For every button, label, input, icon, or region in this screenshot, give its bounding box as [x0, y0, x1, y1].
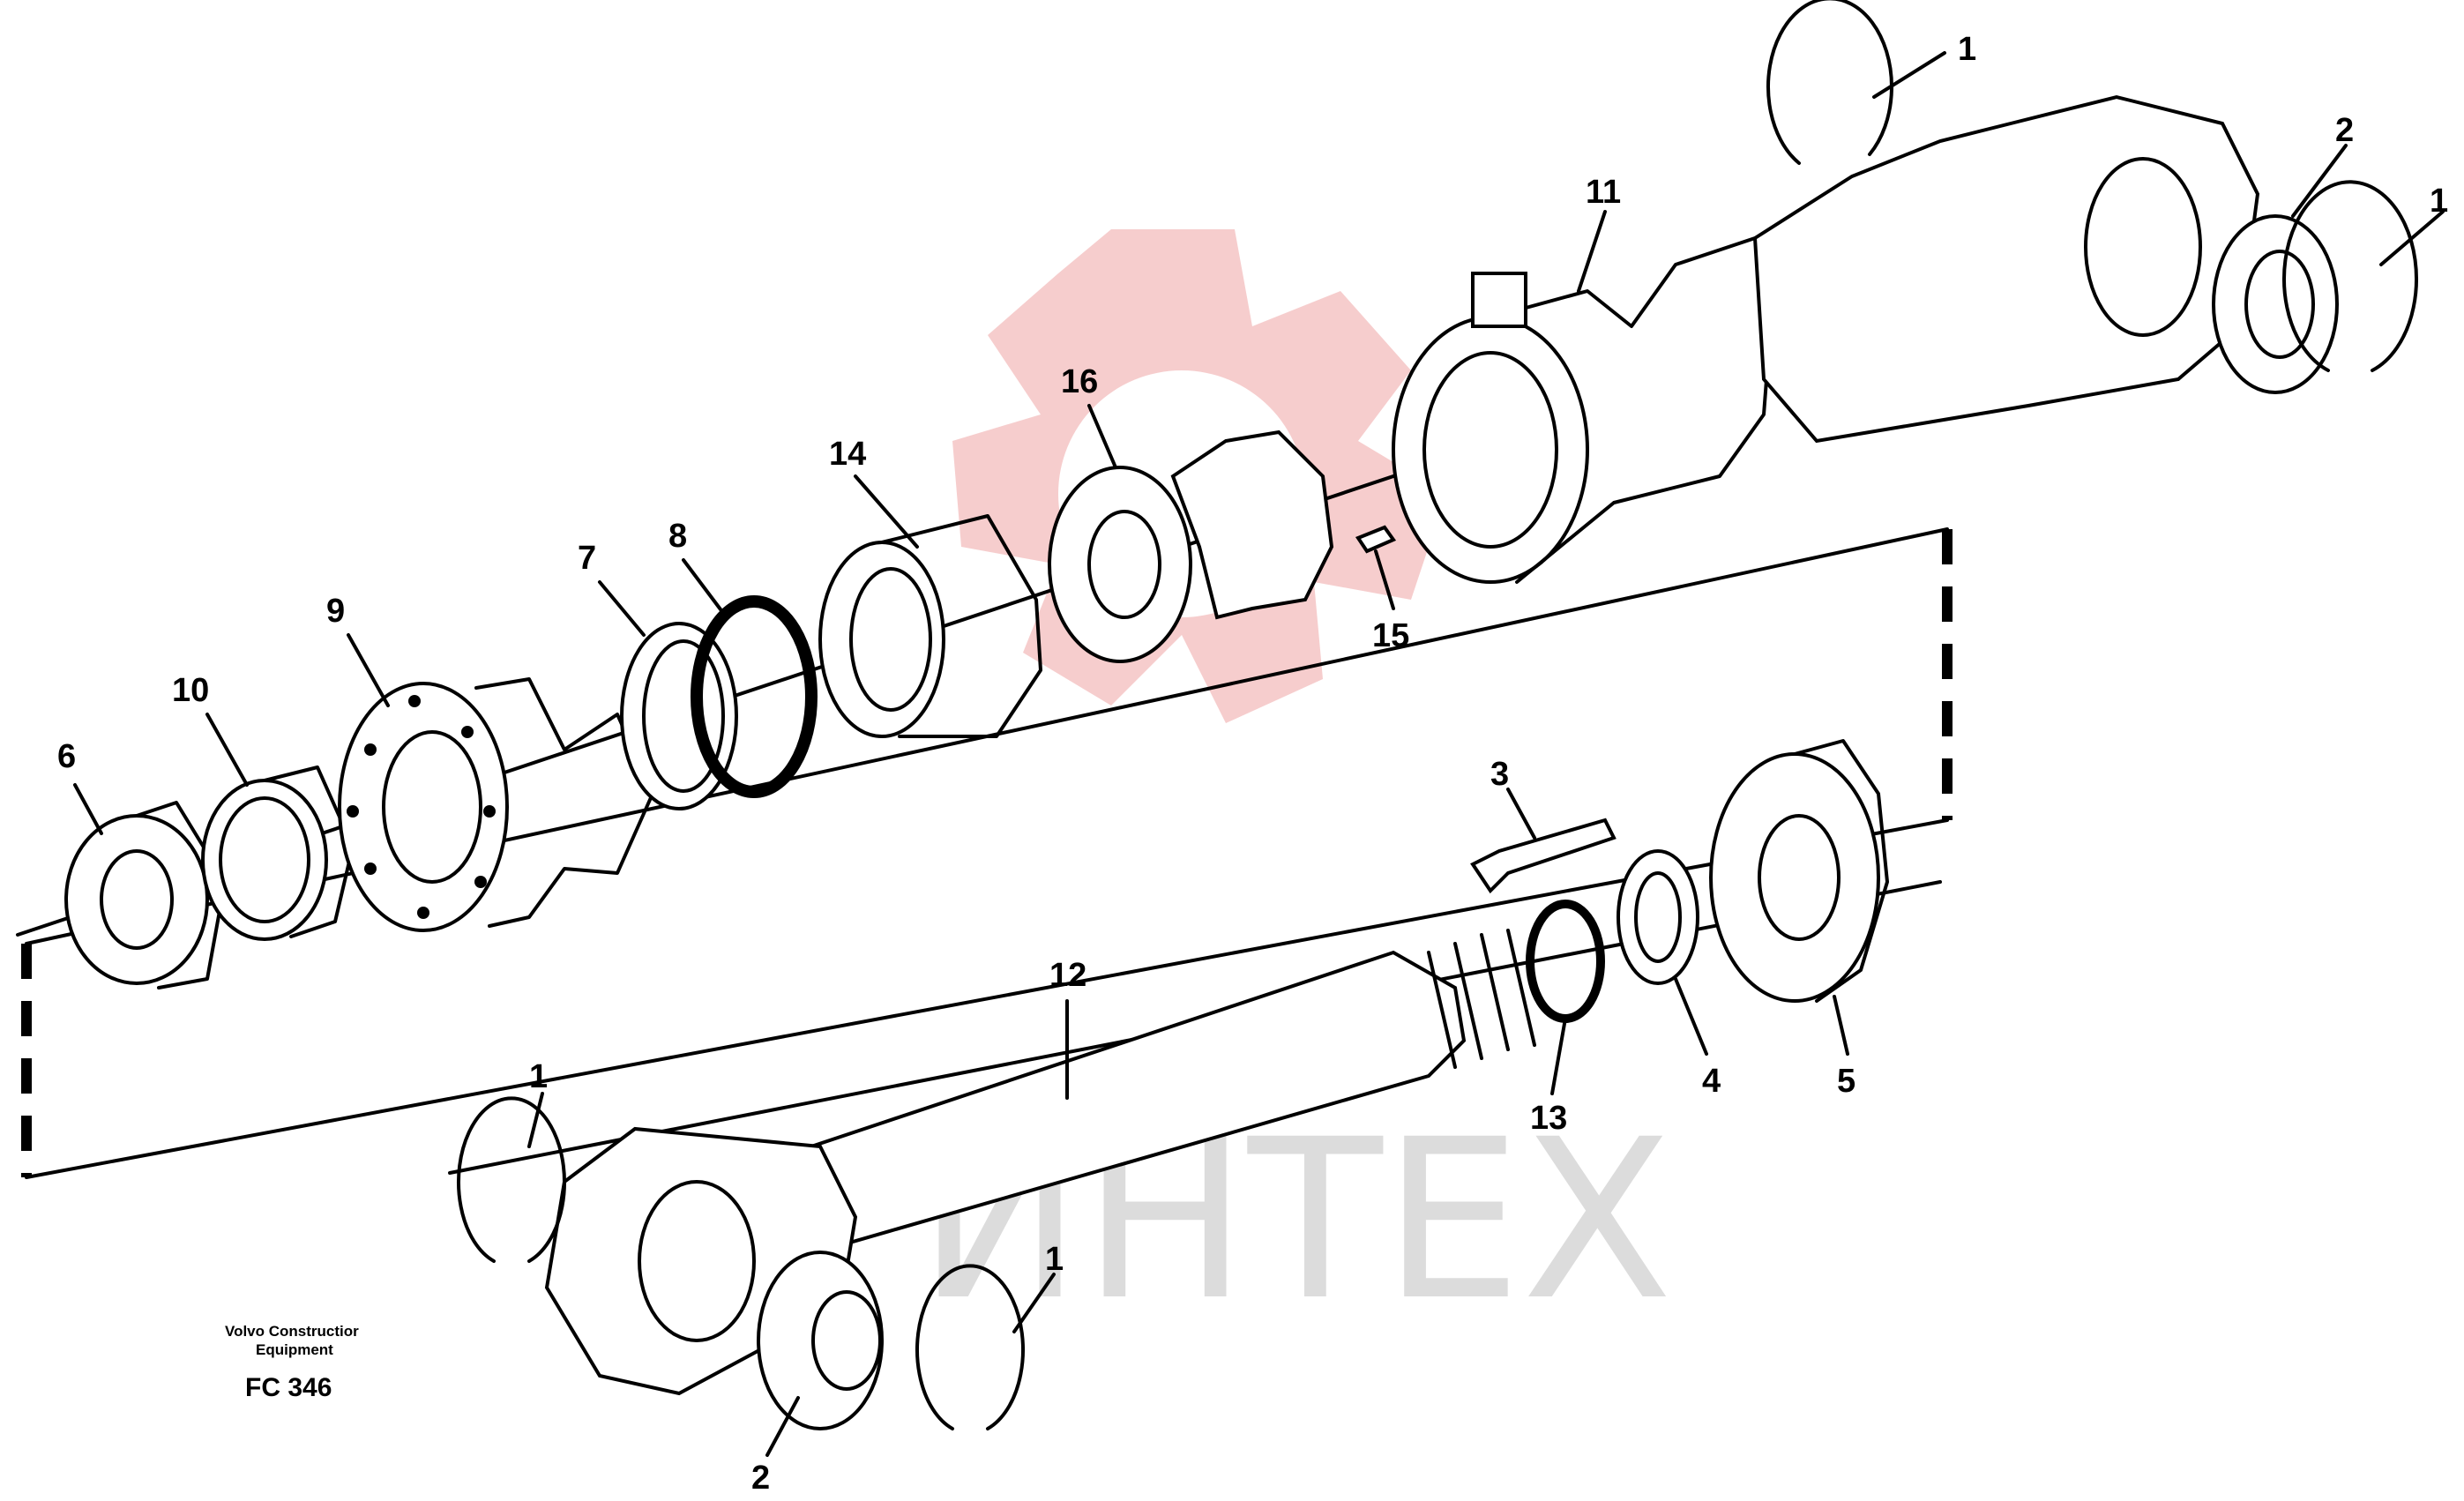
callout-8: 8: [668, 518, 687, 555]
circlip-1-lower-right: [915, 1264, 1025, 1430]
part-5-body: [1793, 739, 1889, 1003]
part-9-hole: [364, 863, 377, 875]
part-9-hole: [461, 726, 474, 738]
callout-2: 2: [751, 1460, 770, 1497]
circlip-1-lower-left: [457, 1096, 566, 1263]
lower-bushing-2: [757, 1251, 884, 1430]
part-6-inner: [100, 849, 174, 950]
caption-company-line2: Equipment: [256, 1341, 333, 1358]
part-11-bore: [1422, 351, 1558, 549]
part-10-inner: [219, 796, 310, 923]
part-14-body: [880, 514, 1042, 738]
part-5-head: [1709, 739, 1889, 1003]
callout-5: 5: [1837, 1063, 1855, 1100]
part-15-shape: [1355, 525, 1397, 554]
leader-line: [1506, 788, 1536, 840]
circlip-lower-right-shape: [915, 1264, 1025, 1430]
callout-3: 3: [1490, 756, 1509, 793]
leader-line: [1674, 977, 1708, 1056]
callout-4: 4: [1702, 1063, 1721, 1100]
part-11-boss: [1471, 272, 1527, 328]
part-12-thread: [1427, 929, 1536, 1069]
part-16-inner: [1087, 510, 1161, 619]
part-9-hole: [474, 876, 487, 888]
caption-code: FC 346: [245, 1373, 332, 1402]
part-4-bushing: [1617, 849, 1699, 985]
part-6-bushing: [64, 801, 227, 989]
part-16-ring: [1048, 466, 1192, 663]
callout-12: 12: [1049, 957, 1086, 994]
part-15-screw: [1355, 525, 1397, 554]
part-9-hole: [408, 695, 421, 707]
callout-2: 2: [2335, 112, 2354, 149]
callout-labels: 1 2 1 11 16 14 15 8 7 9 10 6 3 12 4 5 13…: [57, 31, 2448, 1497]
callout-1: 1: [529, 1058, 548, 1095]
callout-13: 13: [1530, 1100, 1567, 1137]
upper-bushing-inner: [2244, 250, 2315, 359]
caption-block: Volvo Constructior Equipment FC 346: [225, 1323, 359, 1402]
part-10-sleeve: [201, 765, 355, 941]
leader-line: [1833, 995, 1849, 1056]
piston-body: [1170, 429, 1334, 620]
lower-bushing-inner: [811, 1290, 882, 1391]
callout-10: 10: [172, 672, 209, 709]
leader-line: [598, 580, 646, 637]
part-9-hole: [417, 907, 429, 919]
upper-rod-eye-bore: [2084, 157, 2202, 337]
leader-line: [854, 474, 919, 549]
part-14-sleeve: [818, 514, 1042, 738]
leader-lines: [73, 51, 2445, 1457]
callout-9: 9: [326, 593, 345, 630]
part-3-shape: [1470, 818, 1617, 894]
part-11-tube: [1392, 236, 1774, 584]
leader-line: [1012, 1273, 1056, 1333]
part-9-hole: [364, 743, 377, 756]
leader-line: [1872, 51, 1946, 99]
leader-line: [1374, 549, 1395, 610]
part-3-bolt: [1470, 818, 1617, 894]
part-14-inner: [849, 567, 932, 712]
leader-line: [2291, 144, 2348, 218]
caption-company-line1: Volvo Constructior: [225, 1323, 359, 1340]
leader-line: [1087, 404, 1117, 469]
part-4-inner: [1634, 871, 1682, 963]
leader-line: [205, 713, 249, 787]
callout-1: 1: [1045, 1241, 1064, 1278]
part-8-outer: [691, 595, 818, 798]
leader-line: [682, 558, 725, 615]
circlip-upper-right-shape: [2282, 180, 2418, 372]
callout-1: 1: [2430, 183, 2448, 220]
circlip-lower-left-shape: [457, 1096, 566, 1263]
part-9-hole: [347, 805, 359, 818]
piston-body-shape: [1170, 429, 1334, 620]
callout-6: 6: [57, 738, 76, 775]
part-5-bore: [1758, 814, 1841, 941]
part-9-hole: [483, 805, 496, 818]
callout-15: 15: [1372, 617, 1409, 654]
part-9-flange: [338, 677, 654, 932]
circlip-upper-left-shape: [1766, 0, 1893, 165]
circlip-1-upper-right: [2282, 180, 2418, 372]
leader-line: [1577, 210, 1607, 293]
lower-rod-eye-bore: [638, 1180, 756, 1342]
callout-11: 11: [1586, 174, 1621, 211]
leader-line: [2379, 210, 2445, 266]
leader-line: [527, 1092, 544, 1148]
leader-line: [347, 633, 390, 707]
callout-14: 14: [829, 436, 866, 473]
circlip-1-upper-left: [1766, 0, 1893, 165]
callout-7: 7: [578, 540, 596, 577]
part-9-bore: [382, 730, 482, 884]
upper-rod-eye: [1752, 94, 2260, 444]
callout-16: 16: [1061, 363, 1098, 400]
part-8-seal: [691, 595, 818, 798]
leader-line: [1550, 1017, 1567, 1095]
callout-1: 1: [1958, 31, 1976, 68]
leader-line: [73, 783, 103, 835]
leader-line: [765, 1396, 800, 1457]
